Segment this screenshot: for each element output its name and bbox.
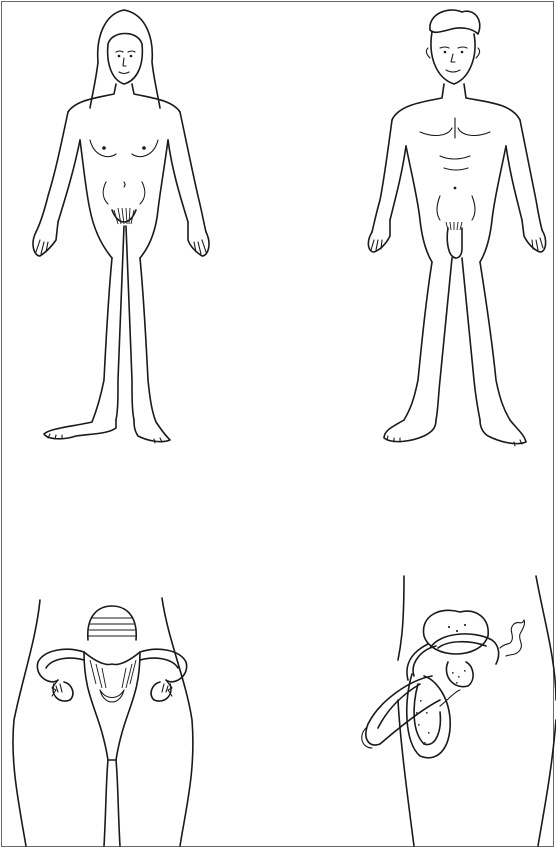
male-reproductive-organs-icon	[0, 0, 556, 849]
diagram-sheet	[0, 0, 556, 849]
